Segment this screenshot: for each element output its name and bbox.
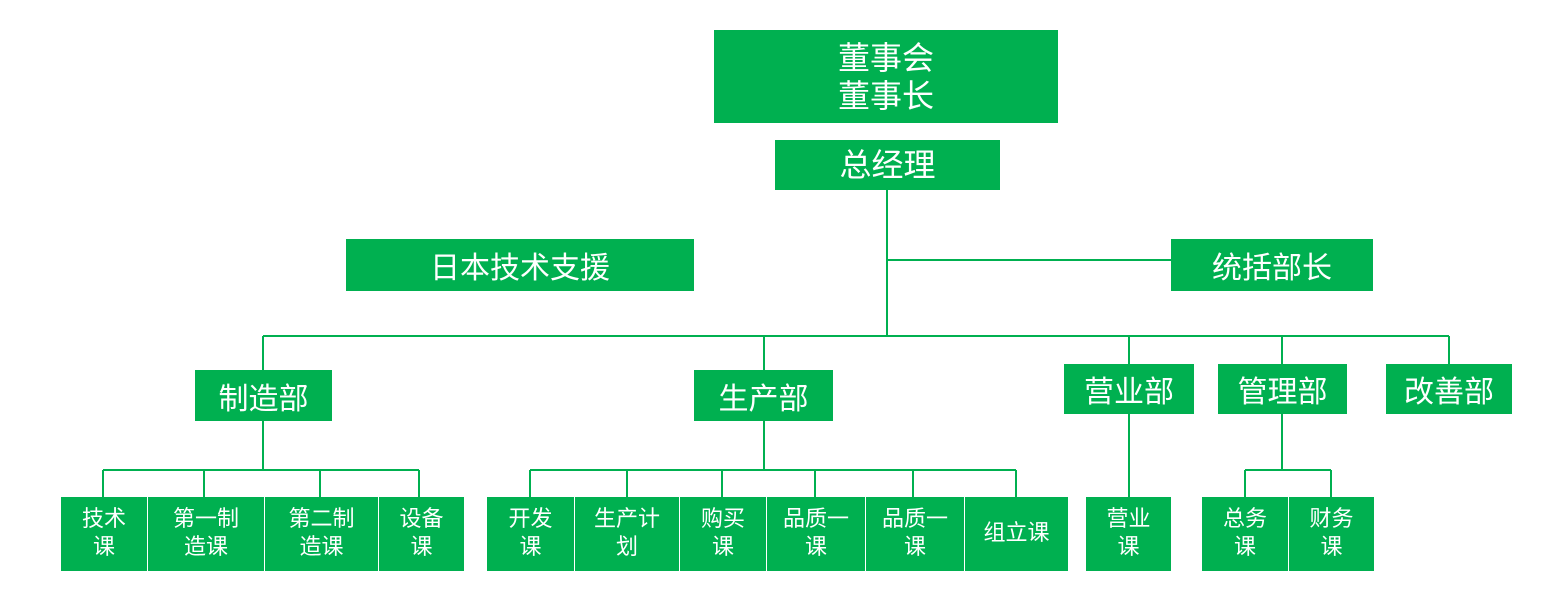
japan-support-node: 日本技术支援 [346,239,694,291]
section-label: 课 [519,535,542,560]
section-label: 第一制 [172,507,239,532]
general-manager-label: 总经理 [839,146,936,184]
section-label: 造课 [183,535,228,560]
section-label: 课 [1320,535,1343,560]
section-node: 品质一 课 [865,497,964,571]
section-node: 技术 课 [61,497,147,571]
chairman-label: 董事长 [837,76,934,115]
board-label: 董事会 [837,38,934,77]
general-director-label: 统括部长 [1212,251,1332,286]
section-label: 课 [1233,535,1256,560]
section-label: 划 [615,535,638,560]
section-node: 组立课 [964,497,1068,571]
section-node: 第二制 造课 [264,497,378,571]
section-node: 购买 课 [679,497,766,571]
section-label: 课 [711,535,734,560]
section-label: 购买 [700,507,745,532]
section-label: 生产计 [593,507,660,532]
section-node: 品质一 课 [766,497,865,571]
dept-management: 管理部 [1218,364,1347,414]
section-node: 开发 课 [487,497,574,571]
section-node: 第一制 造课 [147,497,264,571]
dept-management-label: 管理部 [1237,375,1328,410]
dept-production: 生产部 [694,370,833,421]
section-label: 课 [1117,535,1140,560]
dept-manufacturing: 制造部 [195,370,332,421]
japan-support-label: 日本技术支援 [430,251,610,286]
section-label: 课 [903,535,926,560]
section-label: 造课 [299,535,344,560]
general-director-node: 统括部长 [1171,239,1373,291]
dept-manufacturing-label: 制造部 [218,381,309,417]
section-node: 财务 课 [1288,497,1374,571]
section-node: 总务 课 [1202,497,1288,571]
section-label: 课 [410,535,433,560]
section-label: 财务 [1309,507,1354,532]
section-label: 品质一 [881,507,948,532]
section-node: 营业 课 [1086,497,1171,571]
section-label: 课 [92,535,115,560]
dept-production-label: 生产部 [718,381,809,417]
section-label: 课 [804,535,827,560]
dept-improvement: 改善部 [1386,364,1512,414]
general-manager-node: 总经理 [775,140,1000,190]
dept-sales-label: 营业部 [1084,375,1174,410]
section-label: 营业 [1106,507,1151,532]
dept-improvement-label: 改善部 [1404,375,1494,410]
section-node: 设备 课 [378,497,464,571]
section-label: 组立课 [983,521,1050,546]
section-label: 品质一 [782,507,849,532]
section-label: 技术 [81,507,126,532]
section-label: 设备 [399,507,444,532]
dept-sales: 营业部 [1064,364,1194,414]
section-label: 开发 [508,507,553,532]
board-node: 董事会 董事长 [714,30,1058,123]
section-node: 生产计 划 [574,497,679,571]
section-label: 第二制 [288,507,355,532]
section-label: 总务 [1222,507,1267,532]
